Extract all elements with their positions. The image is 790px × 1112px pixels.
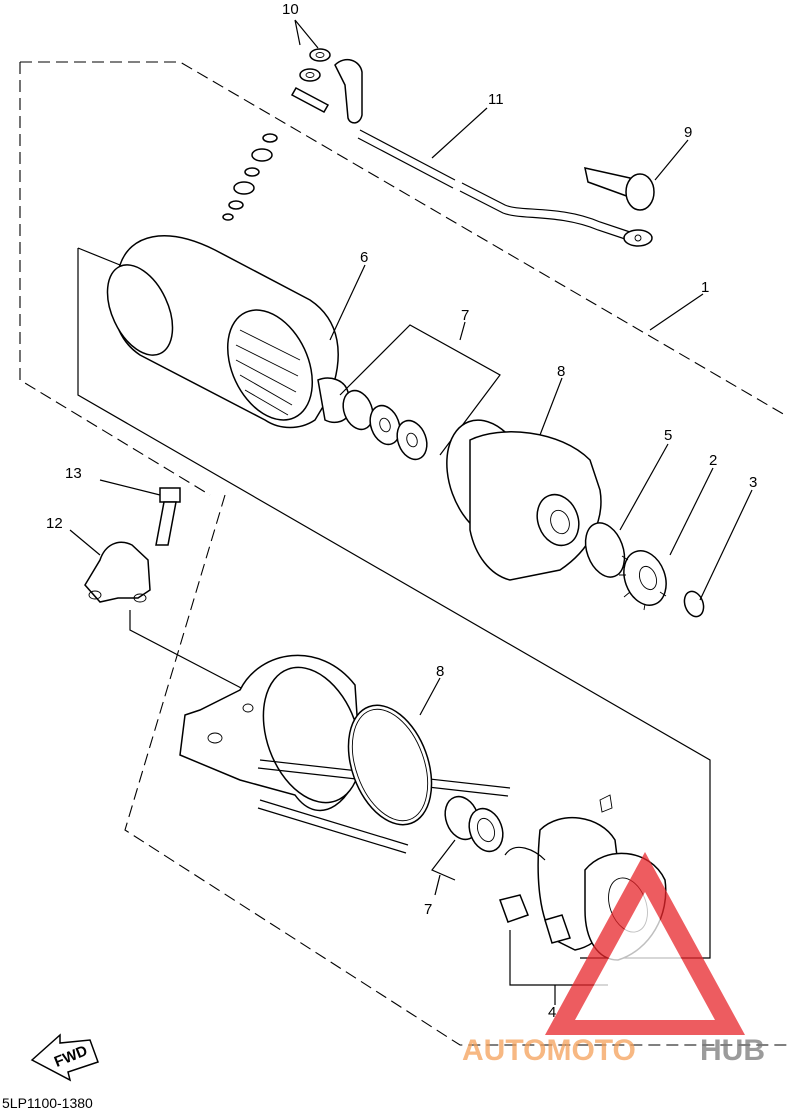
terminal-cover-part	[584, 167, 655, 211]
callout-3: 3	[749, 474, 757, 491]
callout-8-upper: 8	[557, 363, 565, 380]
callout-11: 11	[488, 91, 504, 108]
o-ring-lower-part	[347, 704, 433, 826]
callout-4: 4	[548, 1004, 556, 1021]
callout-10: 10	[282, 1, 299, 18]
diagram-code: 5LP1100-1380	[2, 1095, 93, 1111]
assembly-boundary-lower	[124, 494, 790, 1046]
shim-set-upper-part	[339, 324, 501, 461]
callout-6: 6	[360, 249, 368, 266]
bracket-part	[84, 541, 151, 603]
starter-gear-part	[619, 550, 667, 611]
callout-7-lower: 7	[424, 901, 432, 918]
callout-12: 12	[46, 515, 63, 532]
watermark-logo: AUTOMOTO HUB	[462, 852, 765, 1067]
watermark-text-automoto: AUTOMOTO	[462, 1034, 636, 1067]
shim-set-lower-part	[431, 795, 504, 881]
o-ring-part	[584, 522, 626, 578]
fwd-arrow-icon: FWD	[30, 1033, 99, 1082]
callout-9: 9	[684, 124, 692, 141]
callout-13: 13	[65, 465, 82, 482]
callout-1: 1	[701, 279, 709, 296]
bolt-part	[155, 487, 181, 546]
nut-pair-part	[299, 48, 331, 82]
callout-5: 5	[664, 427, 672, 444]
assembly-boundary-upper	[19, 61, 786, 496]
callout-numbers: 10 11 9 6 1 7 8 5 2 3 13 12 8 7 4	[46, 1, 757, 1021]
circlip-part	[683, 590, 705, 618]
callout-8-lower: 8	[436, 663, 444, 680]
callout-7-upper: 7	[461, 307, 469, 324]
washer-stack-part	[222, 133, 278, 221]
watermark-text-hub: HUB	[700, 1034, 765, 1067]
front-cover-part	[446, 419, 602, 581]
callout-2: 2	[709, 452, 717, 469]
yoke-housing-part	[179, 654, 362, 812]
starter-lead-wire-part	[290, 58, 653, 247]
callout-leader-lines	[69, 19, 753, 1005]
bracket-group-outline	[129, 610, 246, 691]
armature-yoke-part	[106, 235, 351, 429]
